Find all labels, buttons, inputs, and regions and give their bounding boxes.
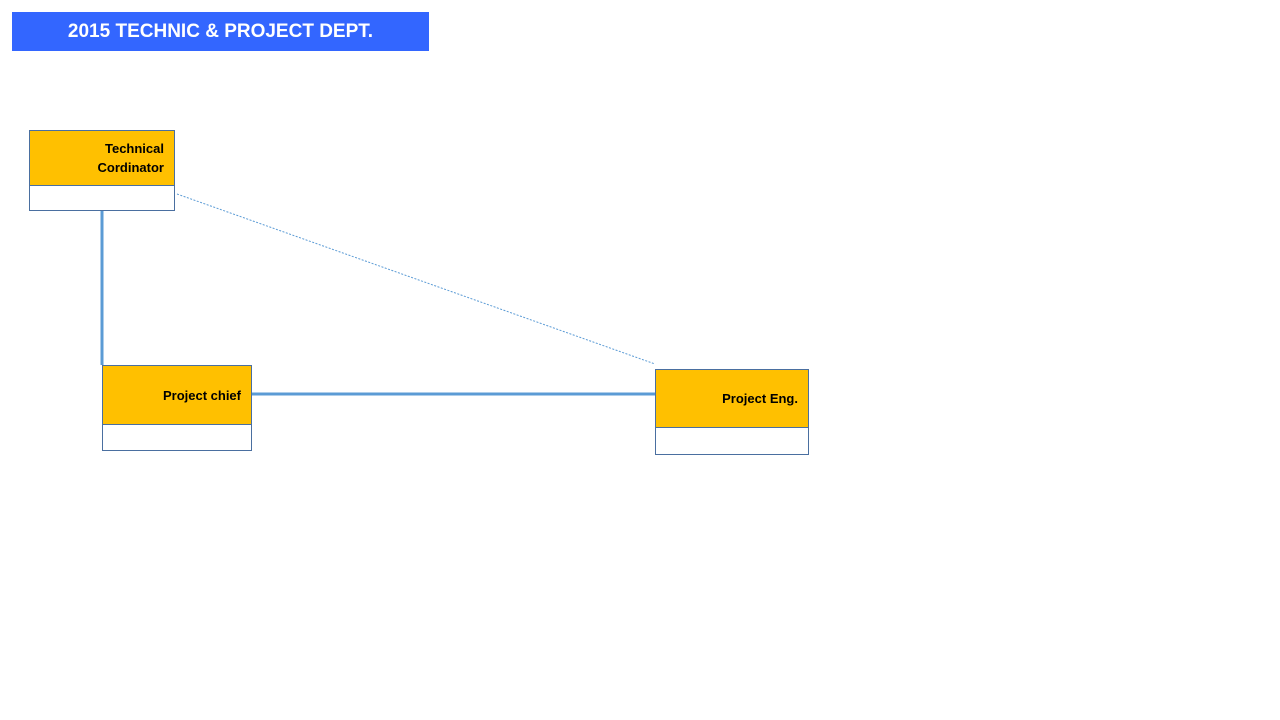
node-title-box: Technical Cordinator [29, 130, 175, 186]
connector-cordinator-to-eng [176, 193, 656, 365]
page-title: 2015 TECHNIC & PROJECT DEPT. [12, 12, 429, 51]
node-name-box [29, 186, 175, 211]
node-label: Project Eng. [722, 391, 798, 406]
node-project-chief[interactable]: Project chief [102, 365, 252, 451]
node-technical-cordinator[interactable]: Technical Cordinator [29, 130, 175, 211]
node-name-box [102, 425, 252, 451]
node-label: Project chief [162, 387, 241, 403]
node-project-eng[interactable]: Project Eng. [655, 369, 809, 455]
node-name-box [655, 428, 809, 455]
node-title-box: Project Eng. [655, 369, 809, 428]
node-label: Technical Cordinator [97, 141, 164, 175]
node-title-box: Project chief [102, 365, 252, 425]
